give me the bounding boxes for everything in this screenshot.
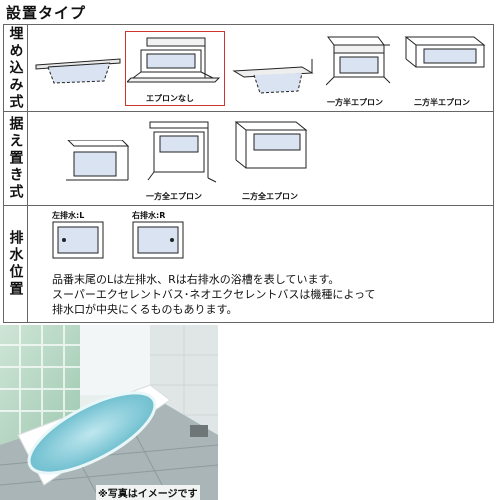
full-apron-one-side-caption: 一方全エプロン (146, 192, 202, 201)
photo-caption: ※写真はイメージです (96, 485, 200, 500)
free-standing-label-cell: 据え置き式 (4, 112, 28, 205)
right-drain-caption: 右排水:R (132, 211, 166, 220)
half-apron-one-side-option: 一方半エプロン (325, 35, 392, 107)
free-standing-row: 据え置き式 一方全エプロン (4, 112, 493, 206)
embedded-label: 埋め込み式 (7, 25, 24, 111)
full-apron-one-side-option: 一方全エプロン (146, 120, 218, 202)
right-drain-figure (132, 221, 184, 259)
bathroom-photo (0, 325, 218, 500)
drain-row: 排水位置 左排水:L 右排水:R 品番末尾のLは左排水、Rは右排水の浴槽を表して… (4, 206, 493, 322)
full-apron-two-side-option: 二方全エプロン (234, 120, 314, 202)
embedded-label-cell: 埋め込み式 (4, 25, 28, 111)
full-apron-two-side-caption: 二方全エプロン (242, 192, 298, 201)
half-apron-two-side-caption: 二方半エプロン (414, 98, 470, 107)
drain-note-line-2: スーパーエクセレントバス･ネオエクセレントバスは機種によって (52, 288, 376, 301)
installation-type-table: 埋め込み式 エプロンなし (3, 24, 494, 323)
no-apron-option: エプロンなし (125, 31, 225, 106)
free-standing-small-figure (64, 139, 130, 184)
drain-note-line-3: 排水口が中央にくるものもあります。 (52, 303, 238, 316)
left-drain-figure (52, 221, 104, 259)
free-standing-label: 据え置き式 (7, 116, 24, 201)
no-apron-caption: エプロンなし (146, 94, 194, 103)
drain-label-cell: 排水位置 (4, 206, 28, 322)
sunken-tub-figure (34, 49, 122, 89)
embedded-row: 埋め込み式 エプロンなし (4, 25, 493, 112)
left-drain-caption: 左排水:L (52, 211, 85, 220)
drain-label: 排水位置 (7, 230, 24, 298)
page-title: 設置タイプ (6, 4, 87, 22)
half-apron-one-side-caption: 一方半エプロン (327, 98, 383, 107)
half-apron-two-side-option: 二方半エプロン (404, 35, 490, 107)
drain-note-line-1: 品番末尾のLは左排水、Rは右排水の浴槽を表しています。 (52, 273, 340, 286)
sunken-tub-dashed-figure (232, 53, 316, 97)
